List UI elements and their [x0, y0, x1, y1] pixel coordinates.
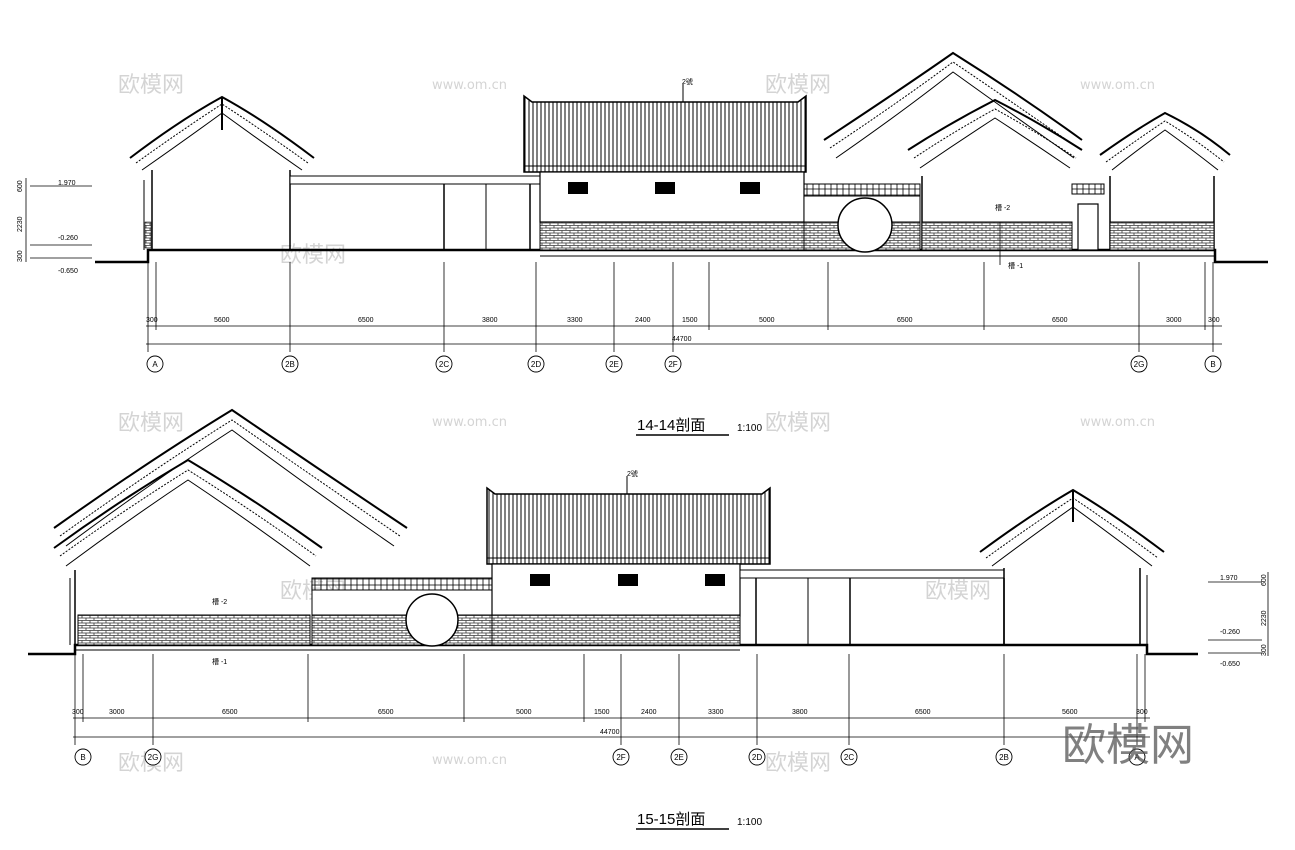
- dim-label: 300: [72, 709, 84, 716]
- axis-bubbles: A 2B 2C 2D 2E 2F 2G B: [146, 355, 1222, 373]
- axis-label: A: [1134, 753, 1140, 762]
- level-label: -0.650: [58, 268, 78, 275]
- section-title: 15-15剖面 1:100: [636, 811, 762, 830]
- ground-note: 槽 -1: [212, 657, 227, 666]
- dim-label: 6500: [1052, 317, 1068, 324]
- moon-gate-wall: [311, 577, 493, 647]
- dim-label: 6500: [915, 709, 931, 716]
- main-hall-tile-roof: 2號: [486, 469, 771, 646]
- level-dim: 2230: [1261, 610, 1268, 626]
- level-label: -0.260: [1220, 629, 1240, 636]
- roof-note: 2號: [627, 469, 638, 478]
- axis-bubbles: B 2G 2F 2E 2D 2C 2B A: [74, 748, 1146, 766]
- level-markers: 1.970 -0.260 -0.650 600 2230 300: [17, 178, 92, 275]
- level-dim: 300: [17, 250, 24, 262]
- watermark-logo: 欧模网: [765, 751, 831, 776]
- axis-label: 2C: [439, 360, 449, 369]
- watermark-logo: 欧模网: [118, 73, 184, 98]
- dim-label: 2400: [635, 317, 651, 324]
- watermark-logo: 欧模网: [925, 579, 991, 604]
- dim-label: 3300: [567, 317, 583, 324]
- level-dim: 600: [17, 180, 24, 192]
- axis-label: 2F: [616, 753, 625, 762]
- watermark-logo: 欧模网: [765, 411, 831, 436]
- dimension-chain: 300 3000 6500 6500 5000 1500 2400 3300 3…: [72, 654, 1150, 745]
- axis-label: 2B: [285, 360, 295, 369]
- dim-label: 5000: [759, 317, 775, 324]
- axis-label: B: [80, 753, 85, 762]
- dim-label: 6500: [222, 709, 238, 716]
- dim-label: 3300: [708, 709, 724, 716]
- section-title-text: 14-14剖面: [637, 417, 705, 434]
- watermark-site: www.om.cn: [432, 415, 507, 430]
- section-15-15: 槽 -2 槽 -1 2號: [28, 408, 1269, 830]
- watermark-logo: 欧模网: [280, 243, 346, 268]
- gable-hall-left: [129, 95, 315, 250]
- total-dim-label: 44700: [600, 729, 620, 736]
- level-label: 1.970: [58, 180, 76, 187]
- axis-label: A: [152, 360, 158, 369]
- level-label: -0.260: [58, 235, 78, 242]
- level-dim: 2230: [17, 216, 24, 232]
- hall-double-roof-left: 槽 -2 槽 -1: [53, 408, 408, 666]
- dim-label: 5600: [1062, 709, 1078, 716]
- dim-label: 3800: [792, 709, 808, 716]
- level-label: -0.650: [1220, 661, 1240, 668]
- dim-label: 1500: [682, 317, 698, 324]
- gable-hall-right: [979, 488, 1165, 645]
- dim-label: 5600: [214, 317, 230, 324]
- dim-label: 2400: [641, 709, 657, 716]
- level-dim: 600: [1261, 574, 1268, 586]
- total-dim-label: 44700: [672, 336, 692, 343]
- axis-label: B: [1210, 360, 1215, 369]
- axis-label: 2G: [148, 753, 159, 762]
- section-scale: 1:100: [737, 817, 762, 828]
- section-scale: 1:100: [737, 423, 762, 434]
- watermark-logo: 欧模网: [765, 73, 831, 98]
- watermark-logo: 欧模网: [118, 411, 184, 436]
- dim-label: 5000: [516, 709, 532, 716]
- axis-label: 2E: [609, 360, 619, 369]
- dim-label: 1500: [594, 709, 610, 716]
- axis-label: 2D: [752, 753, 762, 762]
- axis-label: 2F: [668, 360, 677, 369]
- section-14-14: 2號 槽 -2 槽 -1: [17, 51, 1268, 436]
- corridor-left: [289, 175, 541, 250]
- level-label: 1.970: [1220, 575, 1238, 582]
- axis-label: 2C: [844, 753, 854, 762]
- section-title-text: 15-15剖面: [637, 811, 705, 828]
- axis-label: 2G: [1134, 360, 1145, 369]
- dim-label: 6500: [378, 709, 394, 716]
- dim-label: 6500: [358, 317, 374, 324]
- dimension-chain: 300 5600 6500 3800 3300 2400 1500 5000 6…: [146, 262, 1222, 352]
- axis-label: 2B: [999, 753, 1009, 762]
- watermark-site: www.om.cn: [1080, 78, 1155, 93]
- dim-label: 300: [146, 317, 158, 324]
- wall-note: 槽 -2: [212, 597, 227, 606]
- ground-note: 槽 -1: [1008, 261, 1023, 270]
- gable-hall-small-right: [1099, 111, 1231, 251]
- dim-label: 6500: [897, 317, 913, 324]
- section-title: 14-14剖面 1:100: [636, 417, 762, 436]
- hall-double-roof-right: 槽 -2 槽 -1: [823, 51, 1105, 270]
- dim-label: 3000: [109, 709, 125, 716]
- level-dim: 300: [1261, 644, 1268, 656]
- dim-label: 3000: [1166, 317, 1182, 324]
- axis-label: 2D: [531, 360, 541, 369]
- axis-label: 2E: [674, 753, 684, 762]
- brand-watermark: 欧模网: [1062, 720, 1194, 771]
- dim-label: 300: [1136, 709, 1148, 716]
- wall-note: 槽 -2: [995, 203, 1010, 212]
- dim-label: 3800: [482, 317, 498, 324]
- moon-gate-wall: [803, 183, 921, 253]
- level-markers: 1.970 -0.260 -0.650 600 2230 300: [1208, 572, 1269, 668]
- watermark-site: www.om.cn: [1080, 415, 1155, 430]
- watermark-site: www.om.cn: [432, 753, 507, 768]
- roof-note: 2號: [682, 77, 693, 86]
- dim-label: 300: [1208, 317, 1220, 324]
- watermark-site: www.om.cn: [432, 78, 507, 93]
- main-hall-tile-roof: 2號: [523, 77, 807, 251]
